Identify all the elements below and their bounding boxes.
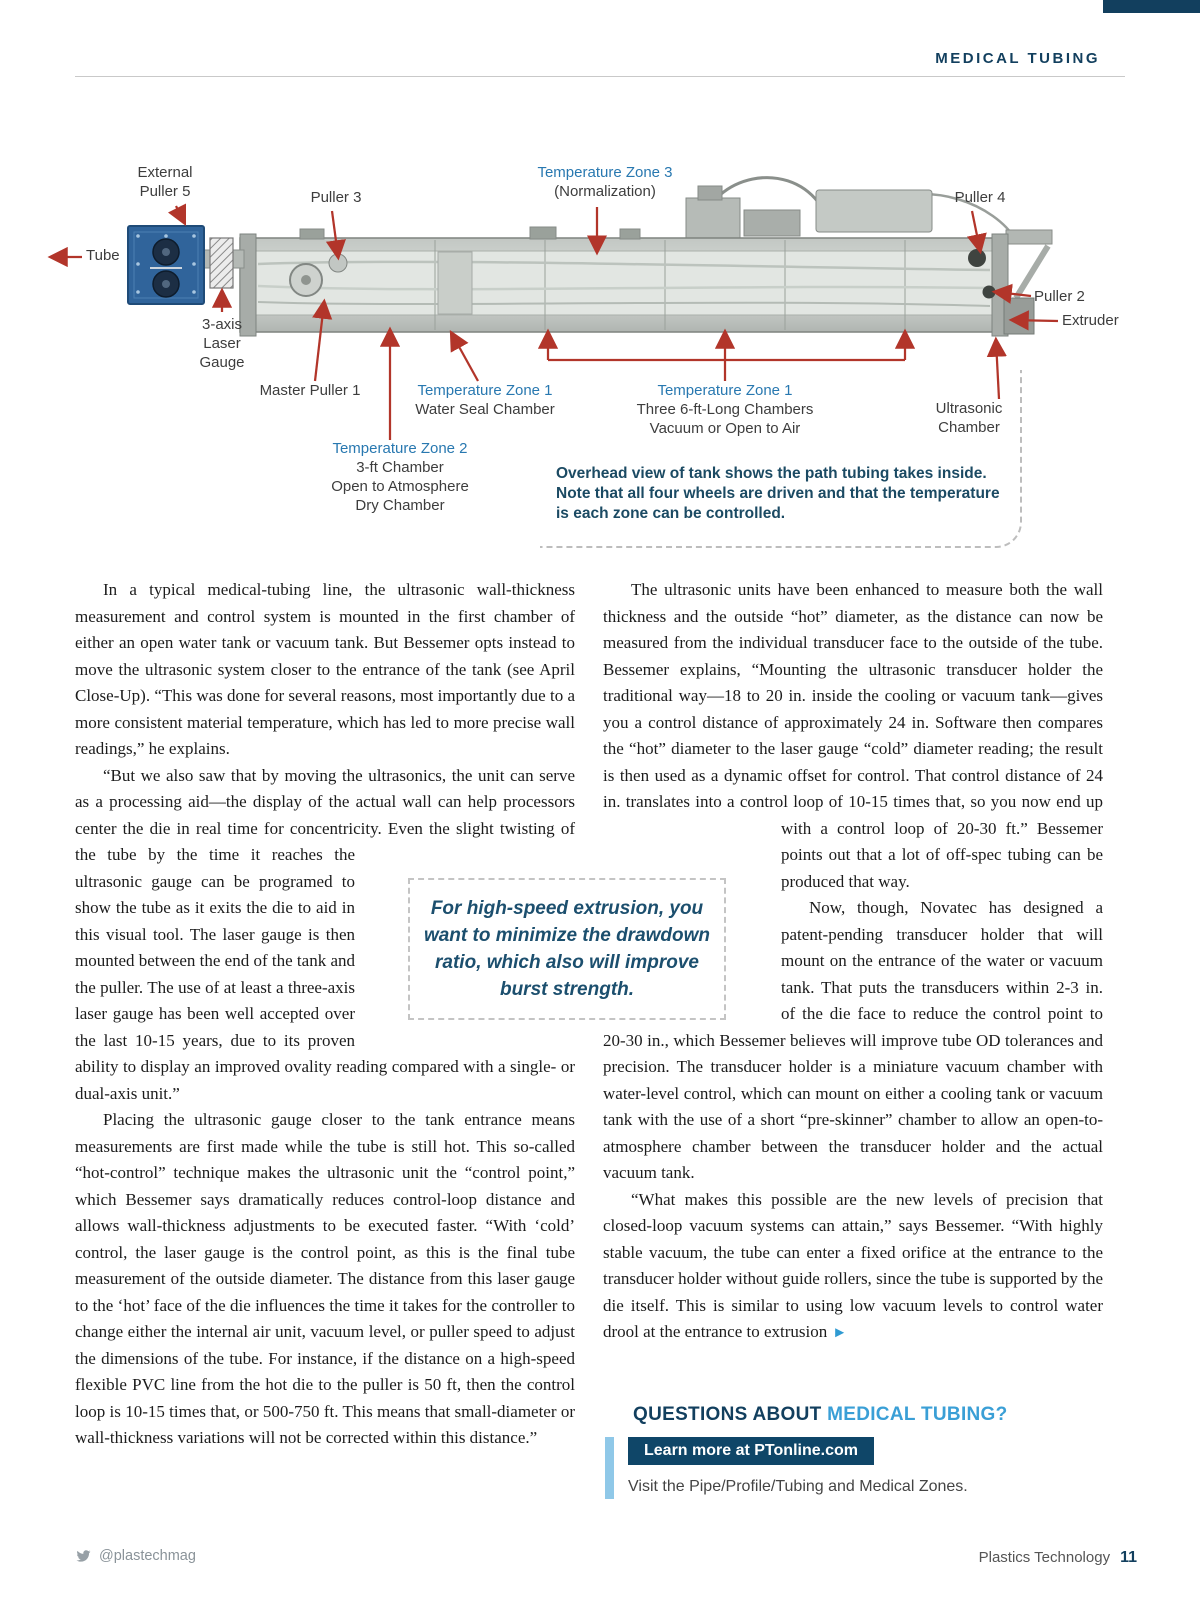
paragraph-text: Placing the ultrasonic gauge closer to t…: [75, 1110, 575, 1447]
learn-more-button[interactable]: Learn more at PTonline.com: [628, 1437, 874, 1465]
label-puller-4: Puller 4: [942, 188, 1018, 207]
label-master-puller-1: Master Puller 1: [243, 381, 377, 400]
pull-quote-box: For high-speed extrusion, you want to mi…: [408, 878, 726, 1020]
paragraph: The ultrasonic units have been enhanced …: [603, 577, 1103, 895]
label-tube: Tube: [86, 246, 120, 265]
twitter-handle[interactable]: @plastechmag: [99, 1548, 196, 1564]
questions-row: Learn more at PTonline.com Visit the Pip…: [605, 1437, 1105, 1499]
label-line: Temperature Zone 1: [417, 382, 553, 399]
label-line: Gauge: [199, 354, 245, 371]
paragraph-text: you now end up with a control loop of 20…: [781, 792, 1103, 891]
label-line: Puller 3: [310, 189, 362, 206]
visit-text: Visit the Pipe/Profile/Tubing and Medica…: [628, 1478, 968, 1495]
footer-folio: Plastics Technology 11: [979, 1549, 1137, 1567]
paragraph: “What makes this possible are the new le…: [603, 1187, 1103, 1347]
external-puller-unit: [127, 225, 245, 305]
paragraph: Placing the ultrasonic gauge closer to t…: [75, 1107, 575, 1452]
label-line: Master Puller 1: [259, 382, 361, 399]
extrusion-line-diagram: External Puller 5 Puller 3 Temperature Z…: [0, 0, 1200, 560]
label-line: Dry Chamber: [355, 497, 445, 514]
label-extruder: Extruder: [1062, 311, 1142, 330]
label-line: 3-axis: [201, 316, 242, 333]
paragraph-text: “What makes this possible are the new le…: [603, 1189, 1103, 1342]
header-rule: [75, 76, 1125, 77]
label-line: Puller 2: [1034, 288, 1085, 305]
label-ultrasonic-chamber: Ultrasonic Chamber: [914, 399, 1024, 437]
callout-arrows: [47, 203, 1059, 440]
right-column: The ultrasonic units have been enhanced …: [603, 577, 1103, 1452]
paragraph: In a typical medical-tubing line, the ul…: [75, 577, 575, 763]
overhead-equipment: [685, 176, 1053, 300]
label-line: Temperature Zone 1: [657, 382, 793, 399]
label-line: Ultrasonic: [935, 400, 1003, 417]
diagram-caption-box: Overhead view of tank shows the path tub…: [540, 370, 1022, 548]
label-line: Vacuum or Open to Air: [649, 420, 801, 437]
questions-prefix: QUESTIONS ABOUT: [633, 1404, 828, 1425]
paragraph: “But we also saw that by moving the ultr…: [75, 763, 575, 1108]
label-line: External: [137, 164, 193, 181]
label-line: Tube: [86, 247, 120, 264]
label-line: Extruder: [1062, 312, 1119, 329]
label-temp-zone-1-water-seal: Temperature Zone 1 Water Seal Chamber: [383, 381, 587, 419]
continuation-arrow-icon: ►: [832, 1324, 848, 1341]
diagram-caption: Overhead view of tank shows the path tub…: [556, 465, 1000, 522]
label-line: (Normalization): [554, 183, 656, 200]
label-temp-zone-1-chambers: Temperature Zone 1 Three 6-ft-Long Chamb…: [601, 381, 849, 438]
label-puller-2: Puller 2: [1034, 287, 1114, 306]
section-tag: MEDICAL TUBING: [935, 50, 1100, 67]
twitter-bird-icon: [76, 1550, 91, 1562]
article-body: In a typical medical-tubing line, the ul…: [75, 577, 1103, 1452]
footer-social: @plastechmag: [75, 1548, 196, 1564]
paragraph: Now, though, Novatec has designed a pate…: [603, 895, 1103, 1187]
tank-body: [239, 226, 1035, 337]
corner-accent-bar: [1103, 0, 1200, 13]
label-external-puller-5: External Puller 5: [103, 163, 227, 201]
label-line: Open to Atmosphere: [331, 478, 469, 495]
label-line: Chamber: [938, 419, 1000, 436]
page-number: 11: [1120, 1549, 1137, 1566]
paragraph-text: The ultrasonic units have been enhanced …: [603, 580, 1103, 811]
questions-heading: QUESTIONS ABOUT MEDICAL TUBING?: [633, 1404, 1105, 1426]
label-line: Puller 5: [139, 183, 191, 200]
label-line: 3-ft Chamber: [356, 459, 444, 476]
label-puller-3: Puller 3: [298, 188, 374, 207]
paragraph-text: slight twisting of the tube by the time …: [75, 818, 575, 1103]
label-line: Laser: [203, 335, 241, 352]
machine-illustration: [47, 176, 1059, 440]
label-line: Three 6-ft-Long Chambers: [636, 401, 814, 418]
paragraph-text: In a typical medical-tubing line, the ul…: [75, 580, 575, 758]
label-line: Water Seal Chamber: [415, 401, 555, 418]
magazine-name: Plastics Technology: [978, 1549, 1111, 1566]
left-column: In a typical medical-tubing line, the ul…: [75, 577, 575, 1452]
paragraph-text: “But we also saw that by moving the ultr…: [75, 765, 575, 838]
questions-block: QUESTIONS ABOUT MEDICAL TUBING? Learn mo…: [605, 1404, 1105, 1499]
pull-quote-text: For high-speed extrusion, you want to mi…: [423, 898, 711, 1000]
label-temp-zone-3: Temperature Zone 3 (Normalization): [500, 163, 710, 201]
questions-topic: MEDICAL TUBING?: [827, 1404, 1008, 1425]
label-laser-gauge: 3-axis Laser Gauge: [178, 315, 266, 372]
paragraph-text: Now, though, Novatec has designed a pate…: [603, 898, 1103, 1182]
label-line: Puller 4: [954, 189, 1006, 206]
accent-bar: [605, 1437, 614, 1499]
label-line: Temperature Zone 2: [332, 440, 468, 457]
questions-content: Learn more at PTonline.com Visit the Pip…: [628, 1437, 968, 1499]
label-line: Temperature Zone 3: [537, 164, 673, 181]
label-temp-zone-2: Temperature Zone 2 3-ft Chamber Open to …: [298, 439, 502, 515]
